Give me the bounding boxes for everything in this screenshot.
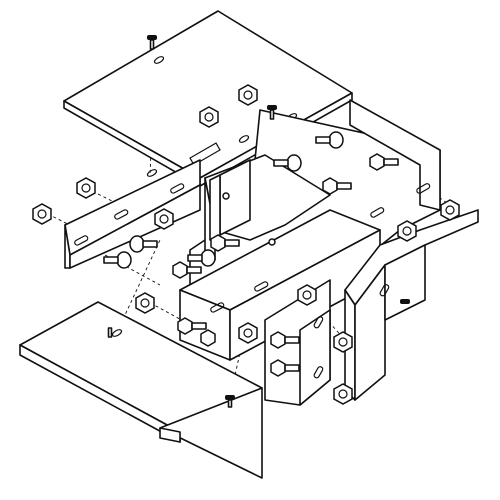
hex-bolts bbox=[172, 153, 399, 377]
left-side-rail bbox=[64, 159, 201, 269]
hex-nuts bbox=[32, 84, 460, 405]
carriage-bolts bbox=[103, 131, 344, 269]
angled-bracket bbox=[344, 209, 479, 401]
screws bbox=[107, 35, 410, 408]
bottom-cover-plate bbox=[19, 301, 263, 479]
